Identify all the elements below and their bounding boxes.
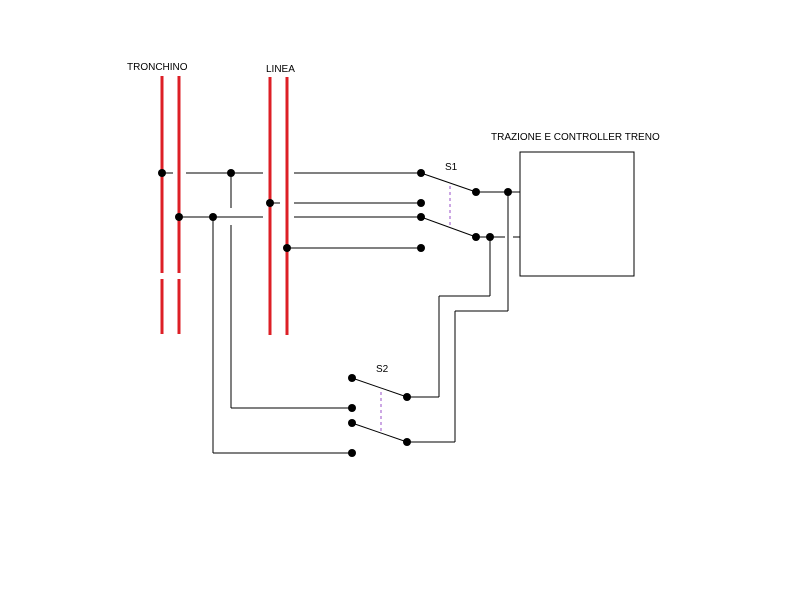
s2-contact [348, 419, 356, 427]
s1-contact [417, 213, 425, 221]
s2-pivot [403, 438, 411, 446]
junction-dot [209, 213, 217, 221]
s2-pivot [403, 393, 411, 401]
s1-contact [417, 244, 425, 252]
s1-upper-blade [420, 172, 477, 193]
junction-dot [175, 213, 183, 221]
s1-pivot [472, 233, 480, 241]
s2-contact [348, 404, 356, 412]
s1-contact [417, 169, 425, 177]
trazione-controller-box [519, 151, 635, 277]
s2-lower-blade [351, 422, 408, 443]
tronchino-rails [160, 76, 181, 334]
s2-upper-blade [351, 377, 408, 398]
s1-lower-blade [420, 216, 477, 238]
wires [162, 172, 520, 454]
junction-dot [283, 244, 291, 252]
s1-contact [417, 199, 425, 207]
s1-label: S1 [445, 162, 458, 173]
trazione-label: TRAZIONE E CONTROLLER TRENO [491, 132, 660, 143]
junction-dot [504, 188, 512, 196]
junctions [158, 169, 512, 457]
s2-label: S2 [376, 364, 389, 375]
tronchino-label: TRONCHINO [127, 62, 188, 73]
s2-contact [348, 374, 356, 382]
junction-dot [266, 199, 274, 207]
junction-dot [227, 169, 235, 177]
s2-contact [348, 449, 356, 457]
junction-dot [158, 169, 166, 177]
junction-dot [486, 233, 494, 241]
linea-label: LINEA [266, 64, 295, 75]
s1-pivot [472, 188, 480, 196]
